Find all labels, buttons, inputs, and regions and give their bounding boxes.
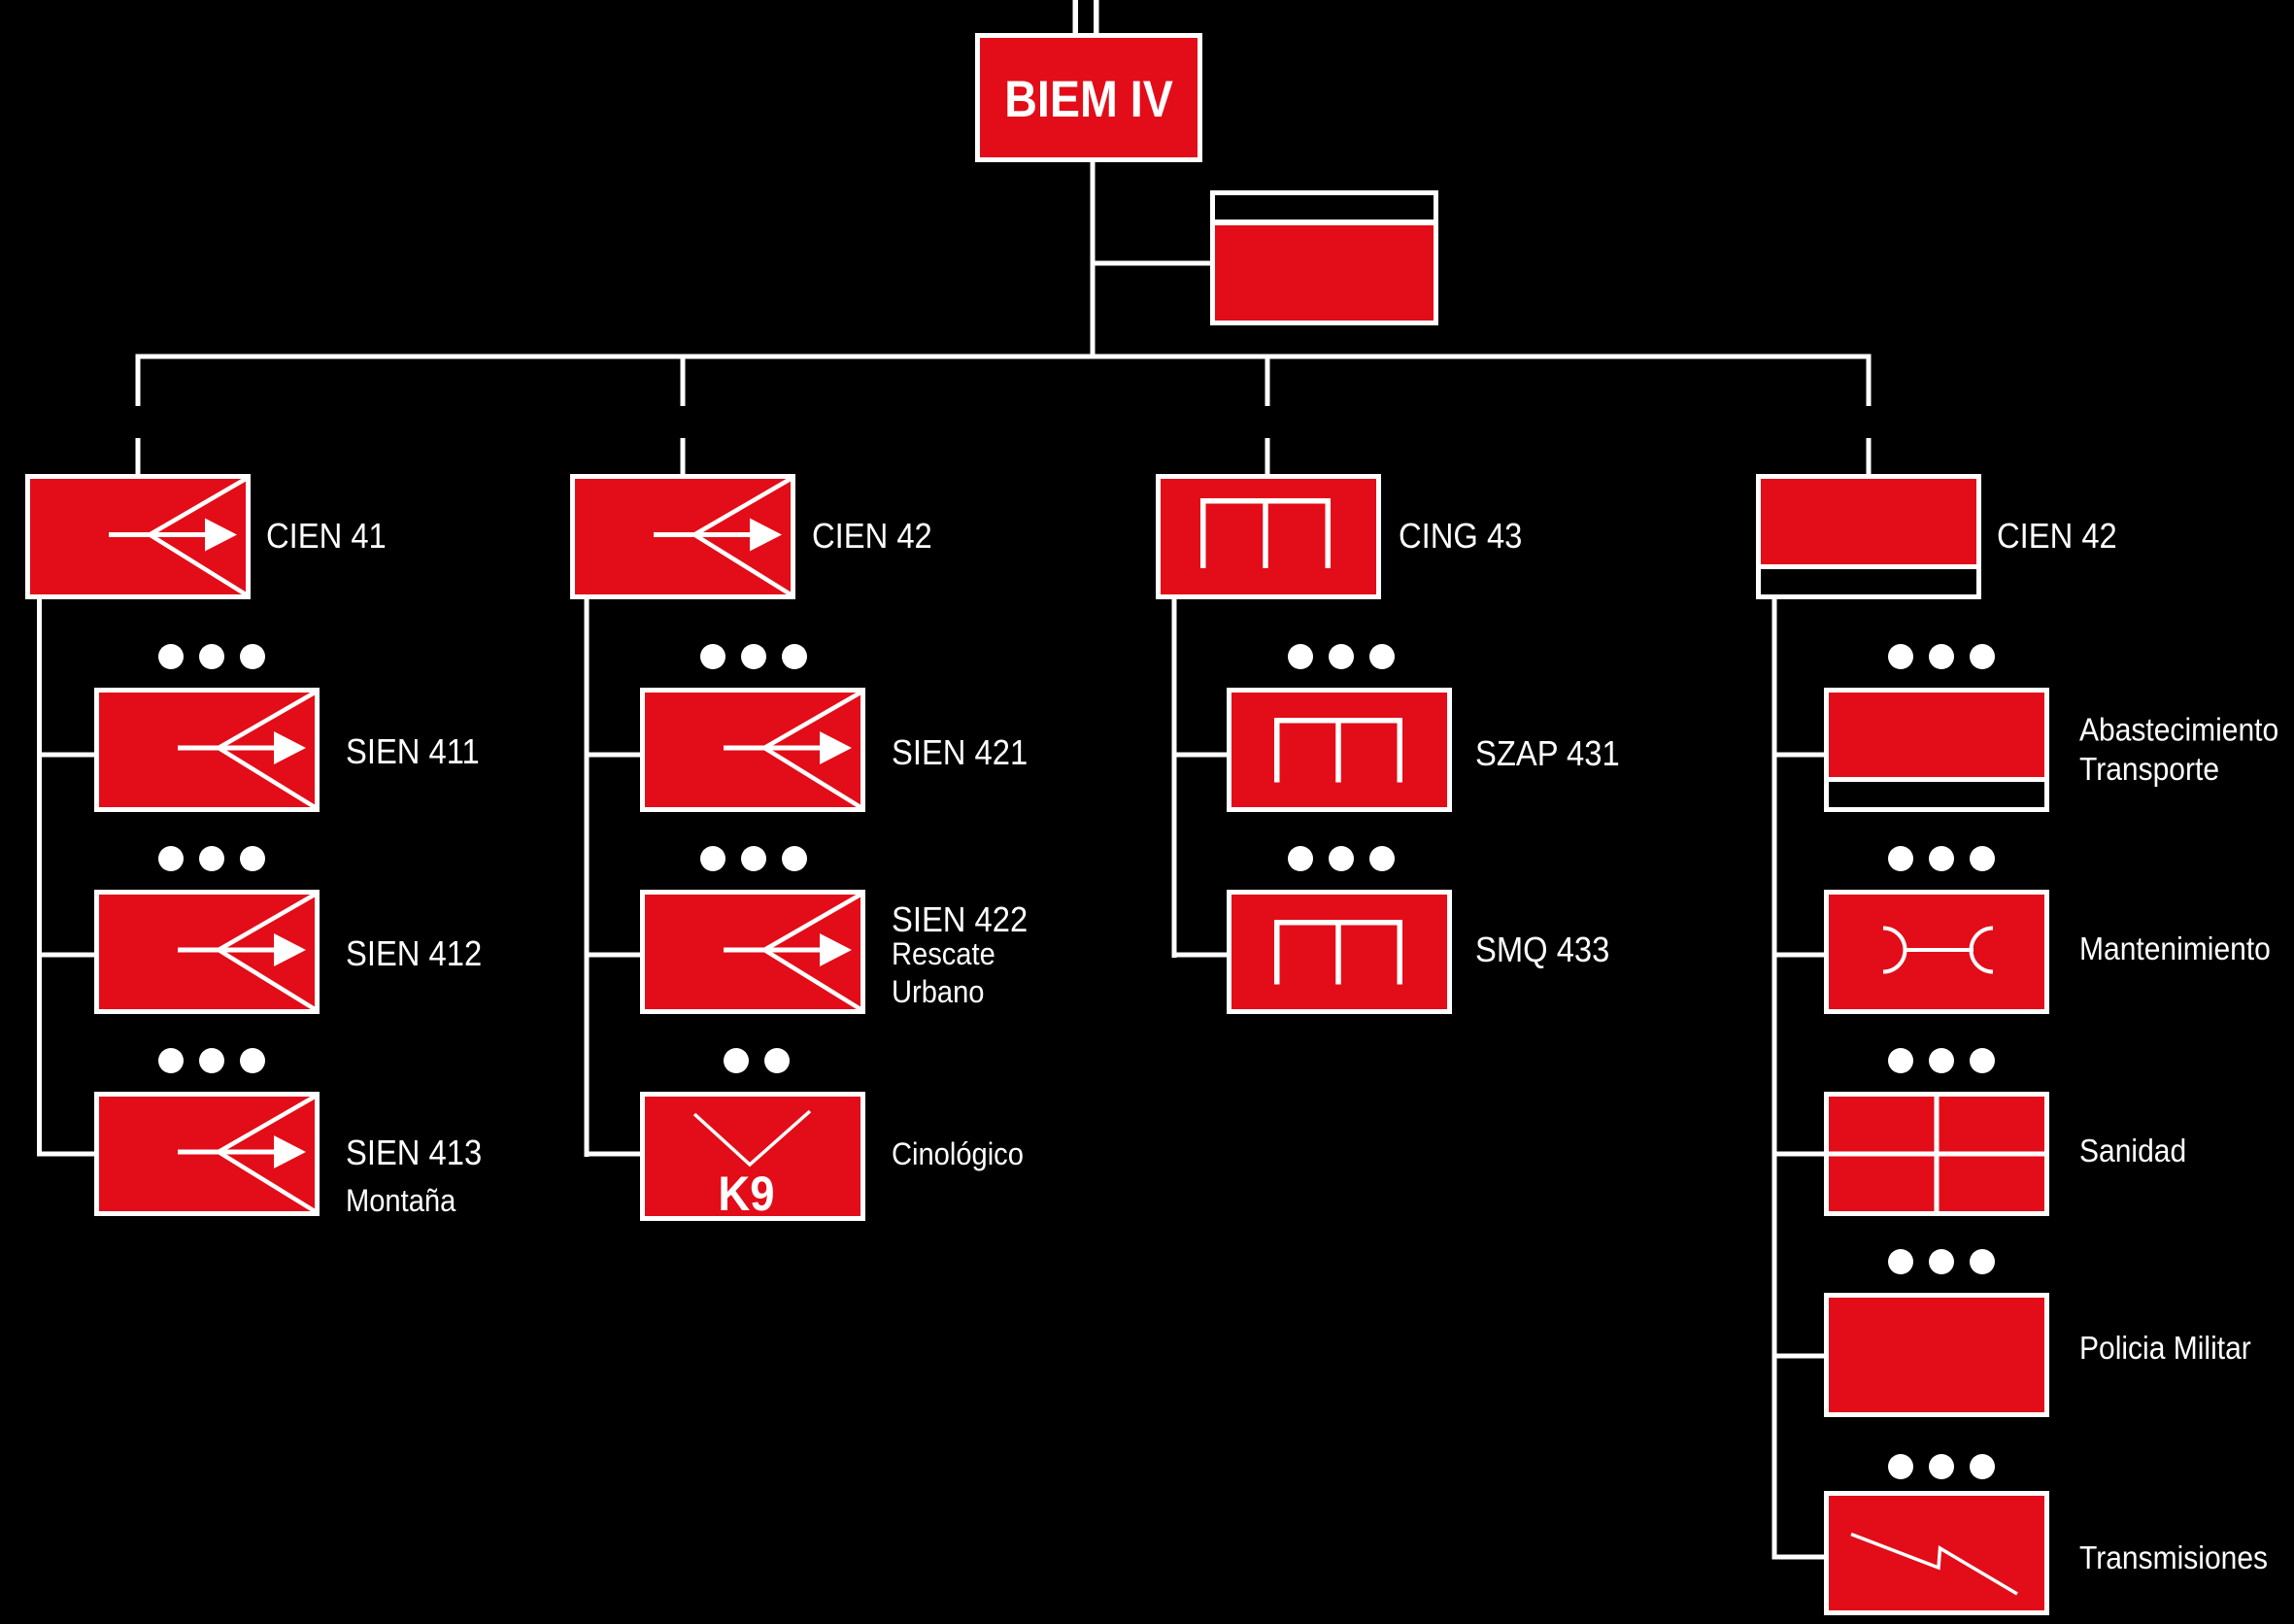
- svg-text:BIEM IV: BIEM IV: [1004, 70, 1173, 127]
- svg-text:SIEN 413: SIEN 413: [346, 1134, 482, 1173]
- svg-text:CIEN 42: CIEN 42: [1997, 518, 2117, 557]
- svg-text:Urbano: Urbano: [892, 975, 984, 1010]
- svg-text:Transporte: Transporte: [2079, 751, 2219, 788]
- svg-text:SIEN 412: SIEN 412: [346, 935, 482, 974]
- svg-text:CIEN 41: CIEN 41: [266, 518, 387, 557]
- svg-text:SIEN 422: SIEN 422: [892, 901, 1028, 940]
- svg-text:Abastecimiento: Abastecimiento: [2079, 711, 2278, 748]
- svg-text:SIEN 411: SIEN 411: [346, 733, 480, 772]
- svg-text:K9: K9: [718, 1167, 774, 1221]
- svg-text:CIEN 42: CIEN 42: [812, 518, 932, 557]
- svg-text:Transmisiones: Transmisiones: [2079, 1539, 2268, 1576]
- svg-text:SZAP 431: SZAP 431: [1475, 735, 1620, 774]
- svg-text:SIEN 421: SIEN 421: [892, 734, 1028, 773]
- svg-text:Mantenimiento: Mantenimiento: [2079, 930, 2271, 967]
- svg-text:Montaña: Montaña: [346, 1184, 455, 1219]
- svg-text:Sanidad: Sanidad: [2079, 1133, 2186, 1169]
- svg-text:Policia Militar: Policia Militar: [2079, 1330, 2251, 1367]
- svg-text:Rescate: Rescate: [892, 937, 995, 972]
- svg-text:SMQ 433: SMQ 433: [1475, 931, 1609, 970]
- svg-text:CING 43: CING 43: [1399, 518, 1522, 557]
- svg-text:Cinológico: Cinológico: [892, 1137, 1024, 1172]
